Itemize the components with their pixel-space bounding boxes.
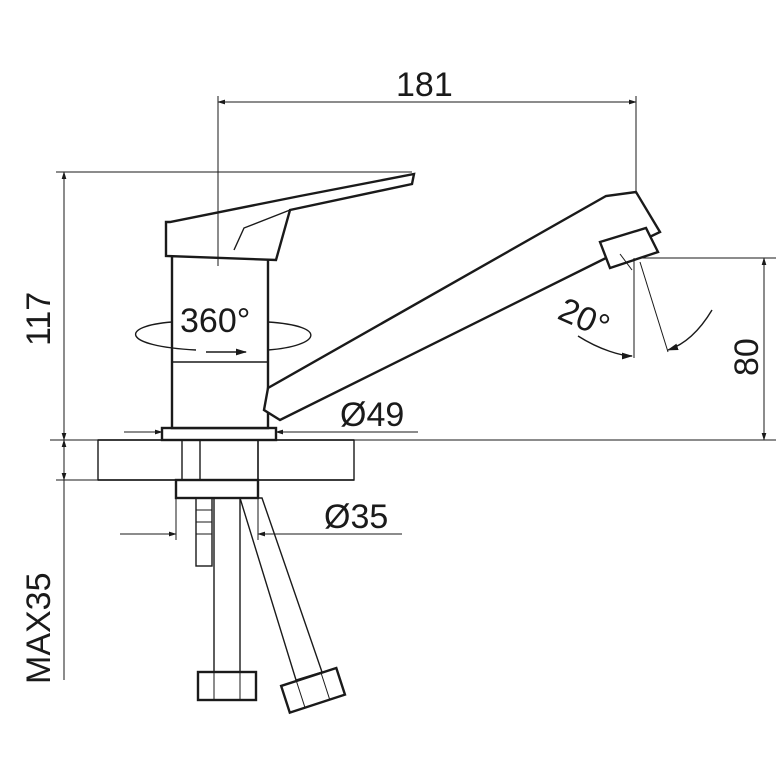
dimension-total-height: 117 <box>20 171 412 441</box>
counter-thickness-label: MAX35 <box>20 573 58 685</box>
tilt-label: 20° <box>553 291 615 347</box>
spout-reach-label: 181 <box>396 66 453 104</box>
mount-diameter-label: Ø35 <box>324 498 388 536</box>
dimension-spout-reach: 181 <box>217 66 637 266</box>
countertop-section <box>97 439 355 481</box>
total-height-label: 117 <box>20 292 58 346</box>
dimension-counter-thickness: MAX35 <box>20 439 98 685</box>
spout-height-label: 80 <box>728 338 766 376</box>
dimension-mount-diameter: Ø35 <box>120 498 402 540</box>
rotation-label: 360° <box>180 302 250 340</box>
mounting-assembly <box>174 439 260 567</box>
base-diameter-label: Ø49 <box>340 396 404 434</box>
rotation-indicator: 360° <box>134 302 312 356</box>
dimension-base-diameter: Ø49 <box>124 396 418 435</box>
dimension-spout-height: 80 <box>640 257 776 441</box>
supply-hoses <box>196 497 347 715</box>
hose-nut-left <box>196 670 258 702</box>
faucet-body <box>160 172 662 442</box>
hose-nut-right <box>279 666 347 715</box>
